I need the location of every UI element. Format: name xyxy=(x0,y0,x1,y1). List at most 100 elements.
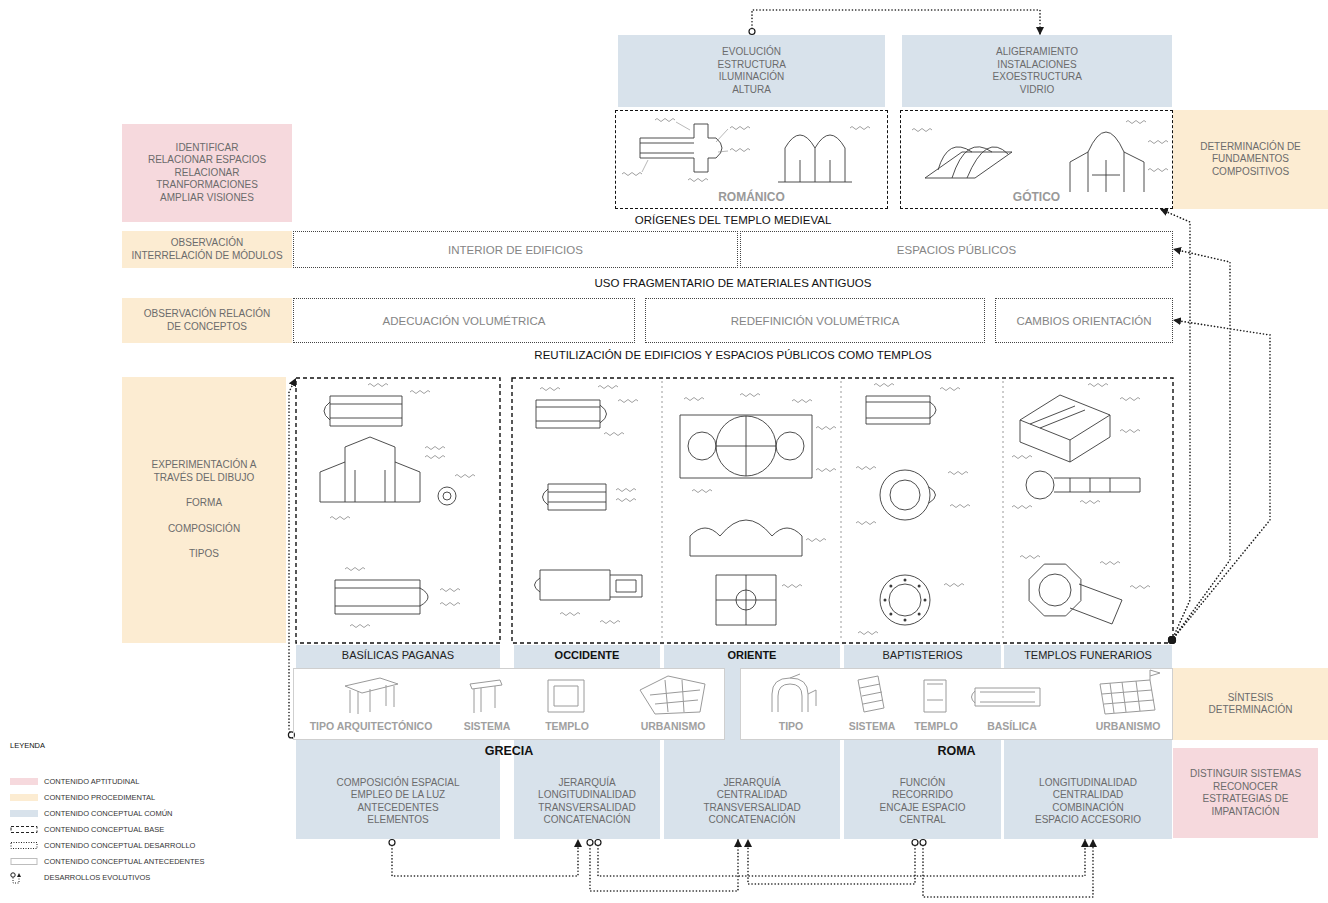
eastern-sketch xyxy=(740,394,760,397)
eastern-sketch xyxy=(776,432,804,460)
concept-box: DISTINGUIR SISTEMAS RECONOCER ESTRATEGIA… xyxy=(1173,748,1318,838)
baptistery-sketch xyxy=(940,388,960,391)
funerary-sketch xyxy=(1026,471,1054,499)
panel-divider xyxy=(662,381,1003,640)
concept-text: FUNCIÓN RECORRIDO ENCAJE ESPACIO CENTRAL xyxy=(874,777,972,827)
legend-sample-outline xyxy=(11,843,37,849)
type-label: URBANISMO xyxy=(641,720,706,733)
type-label: TIPO xyxy=(779,720,804,733)
basilica-sketch xyxy=(320,437,420,502)
baptistery-sketch xyxy=(866,396,936,424)
funerary-sketch xyxy=(1020,395,1110,462)
column-body: COMPOSICIÓN ESPACIAL EMPLEO DE LA LUZ AN… xyxy=(296,740,500,839)
sketch-panel: ROMÁNICO xyxy=(615,110,888,209)
development-box: INTERIOR DE EDIFICIOS xyxy=(293,231,738,268)
funerary-sketch xyxy=(1070,584,1122,624)
connector xyxy=(598,839,1085,876)
funerary-sketch xyxy=(1012,506,1032,509)
text-group: FUNCIÓN RECORRIDO ENCAJE ESPACIO CENTRAL xyxy=(874,777,972,827)
basilica-sketch xyxy=(350,625,370,628)
legend-sample-outline xyxy=(11,827,37,833)
start-dot xyxy=(912,840,918,846)
romanesque-sketch xyxy=(640,124,722,172)
western-sketch xyxy=(535,570,643,600)
concept-text: COMPOSICIÓN ESPACIAL EMPLEO DE LA LUZ AN… xyxy=(334,777,462,827)
panel-divider xyxy=(662,381,663,640)
box-text: FORMA xyxy=(147,497,262,510)
baptistery-sketch xyxy=(918,584,921,587)
funerary-sketch xyxy=(1100,562,1120,565)
funerary-sketch xyxy=(1080,501,1100,504)
section-heading: REUTILIZACIÓN DE EDIFICIOS Y ESPACIOS PÚ… xyxy=(530,348,935,363)
text-group: DISTINGUIR SISTEMAS RECONOCER ESTRATEGIA… xyxy=(1189,768,1303,818)
antecedent-icon xyxy=(1100,670,1160,714)
column-band: BASÍLICAS PAGANAS COMPOSICIÓN ESPACIAL EM… xyxy=(296,378,500,839)
romanesque-sketch xyxy=(778,135,852,182)
column-header: BASÍLICAS PAGANAS xyxy=(296,645,500,665)
antecedent-box: TIPO ARQUITECTÓNICOSISTEMATEMPLOURBANISM… xyxy=(293,668,725,740)
legend-sample xyxy=(10,824,40,838)
baptistery-sketch xyxy=(890,480,920,510)
funerary-sketch xyxy=(1020,556,1040,559)
development-text: INTERIOR DE EDIFICIOS xyxy=(448,244,583,256)
basilica-sketch xyxy=(320,384,475,628)
legend-item: CONTENIDO CONCEPTUAL DESARROLLO xyxy=(10,840,240,853)
box-text: DETERMINACIÓN DE FUNDAMENTOS COMPOSITIVO… xyxy=(1197,141,1305,179)
text-group: COMPOSICIÓN ESPACIAL EMPLEO DE LA LUZ AN… xyxy=(334,777,462,827)
legend-text: CONTENIDO CONCEPTUAL ANTECEDENTES xyxy=(44,856,205,867)
antecedent-icon xyxy=(548,680,584,712)
antecedent-icon xyxy=(470,680,502,713)
romanesque-sketch xyxy=(730,127,750,130)
antecedent-ground xyxy=(293,668,1173,740)
column-header: OCCIDENTE xyxy=(514,645,660,665)
basilica-sketch xyxy=(440,589,460,592)
romanesque-sketch xyxy=(642,122,728,172)
eastern-sketch xyxy=(680,415,812,478)
legend-swatch xyxy=(10,794,38,801)
basilica-sketch xyxy=(324,396,402,426)
development-text: CAMBIOS ORIENTACIÓN xyxy=(1016,315,1151,327)
funerary-sketch xyxy=(1054,478,1140,492)
concept-box: OBSERVACIÓN RELACIÓN DE CONCEPTOS xyxy=(122,298,292,343)
box-text: SÍNTESIS DETERMINACIÓN xyxy=(1209,692,1293,717)
panel-frame xyxy=(296,378,500,643)
funerary-sketch xyxy=(1029,564,1081,616)
eastern-sketch xyxy=(736,590,756,610)
development-box: REDEFINICIÓN VOLUMÉTRICA xyxy=(645,298,985,343)
antecedent-icon xyxy=(345,670,1160,714)
text-group: JERARQUÍA LONGITUDINALIDAD TRANSVERSALID… xyxy=(538,777,636,827)
western-sketch xyxy=(536,400,607,428)
basilica-sketch xyxy=(425,447,445,450)
column-header: ORIENTE xyxy=(664,645,840,665)
legend-text: CONTENIDO APTITUDINAL xyxy=(44,776,139,787)
development-text: ESPACIOS PÚBLICOS xyxy=(897,244,1016,256)
legend-item: CONTENIDO APTITUDINAL xyxy=(10,776,240,789)
antecedent-icon xyxy=(640,676,705,714)
eastern-sketch xyxy=(792,400,812,403)
baptistery-sketch xyxy=(889,584,892,587)
western-sketch xyxy=(535,386,643,624)
baptistery-sketch xyxy=(904,619,907,622)
box-text: DISTINGUIR SISTEMAS RECONOCER ESTRATEGIA… xyxy=(1189,768,1303,818)
baptistery-sketch xyxy=(858,632,878,635)
start-dot xyxy=(587,840,593,846)
eastern-sketch xyxy=(716,416,776,476)
box-text: EXPERIMENTACIÓN A TRAVÉS DEL DIBUJO xyxy=(147,459,262,484)
baptistery-sketch xyxy=(918,613,921,616)
antecedent-icon xyxy=(972,688,1041,706)
section-heading: ORÍGENES DEL TEMPLO MEDIEVAL xyxy=(631,213,836,228)
legend-text: CONTENIDO CONCEPTUAL DESARROLLO xyxy=(44,840,195,851)
style-name: GÓTICO xyxy=(1010,190,1063,204)
baptistery-sketch xyxy=(924,599,927,602)
connector xyxy=(923,839,1093,897)
start-dot xyxy=(749,29,755,35)
concept-box: EVOLUCIÓN ESTRUCTURA ILUMINACIÓN ALTURA xyxy=(618,35,885,107)
eastern-sketch xyxy=(816,427,836,430)
western-sketch xyxy=(600,621,620,624)
funerary-sketch xyxy=(1088,384,1108,387)
concept-box: OBSERVACIÓN INTERRELACIÓN DE MÓDULOS xyxy=(122,231,292,268)
legend-text: CONTENIDO CONCEPTUAL COMÚN xyxy=(44,808,172,819)
panel-divider xyxy=(841,381,842,640)
eastern-sketch xyxy=(816,469,836,472)
development-box: CAMBIOS ORIENTACIÓN xyxy=(995,298,1173,343)
